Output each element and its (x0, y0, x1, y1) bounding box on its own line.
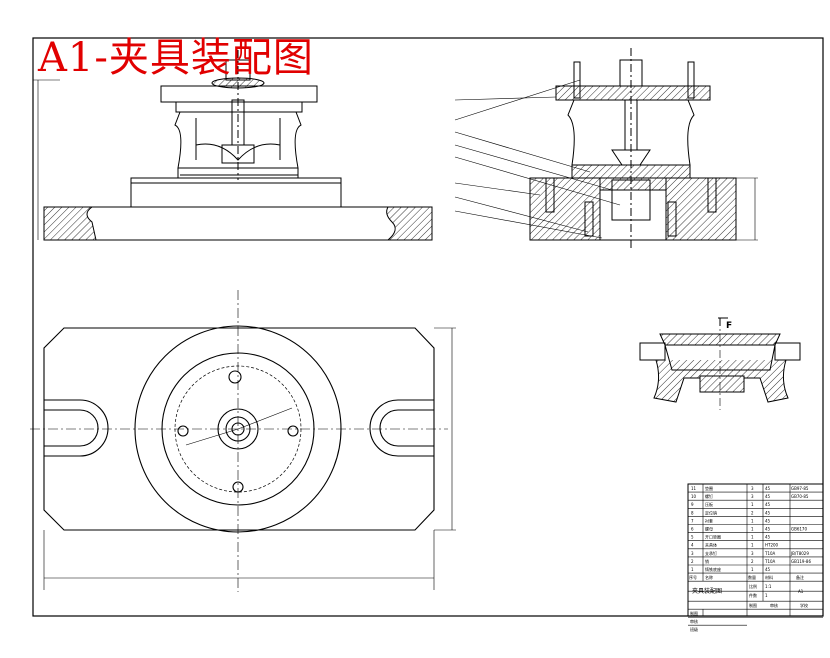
part-no: 7 (691, 518, 694, 523)
border-frame (32, 37, 824, 617)
checked-label: 审核 (770, 602, 778, 608)
part-no: 8 (691, 510, 694, 515)
part-qty: 1 (751, 567, 754, 572)
drawing-number: A1 (798, 589, 804, 594)
part-standard: JB/T8029 (790, 551, 809, 556)
part-qty: 1 (751, 527, 754, 532)
part-qty: 1 (751, 535, 754, 540)
part-material: 45 (765, 567, 771, 572)
part-qty: 2 (751, 559, 754, 564)
part-standard: GB119-86 (791, 559, 811, 564)
drawn-row: 制图 (690, 610, 698, 616)
part-material: 45 (765, 502, 771, 507)
part-qty: 3 (751, 494, 754, 499)
part-name: 衬套 (705, 517, 713, 523)
part-no: 6 (691, 527, 694, 532)
part-no: 2 (691, 559, 694, 564)
drawing-title: A1-夹具装配图 (38, 35, 314, 81)
drawing-name: 夹具装配图 (692, 587, 722, 595)
school-label: 学校 (800, 602, 808, 608)
part-material: HT200 (765, 543, 779, 548)
scale-label: 比例 (749, 583, 757, 589)
part-name: 夹具体 (705, 542, 717, 548)
checked-row: 审核 (690, 618, 698, 624)
class-row: 班级 (690, 626, 698, 632)
part-name: 铸铁底座 (705, 566, 721, 572)
part-material: T10A (764, 559, 776, 564)
front-view (33, 50, 433, 241)
part-qty: 1 (751, 518, 754, 523)
part-no: 4 (691, 543, 694, 548)
part-no: 3 (691, 551, 694, 556)
part-material: T10A (764, 551, 776, 556)
drawn-label: 制图 (749, 602, 757, 608)
base-hatch-right (386, 206, 433, 241)
part-standard: GB70-85 (791, 494, 809, 499)
part-no: 10 (691, 494, 697, 499)
part-name: 定位销 (705, 509, 717, 515)
part-material: 45 (765, 486, 771, 491)
part-no: 9 (691, 502, 694, 507)
part-name: 压板 (705, 501, 713, 507)
part-name: 支承钉 (705, 550, 717, 556)
base-hatch-left (43, 206, 97, 241)
part-no: 11 (691, 486, 697, 491)
part-qty: 1 (751, 543, 754, 548)
part-standard: GB97-85 (791, 486, 809, 491)
part-material: 45 (765, 518, 771, 523)
section-view (454, 48, 758, 250)
part-material: 45 (765, 535, 771, 540)
part-material: 45 (765, 510, 771, 515)
part-name: 开口垫圈 (705, 534, 721, 540)
header-name: 名称 (705, 574, 713, 580)
part-qty: 3 (751, 486, 754, 491)
header-qty: 数量 (748, 574, 756, 580)
header-material: 材料 (765, 574, 773, 580)
part-name: 螺钉 (705, 493, 713, 499)
part-qty: 3 (751, 551, 754, 556)
section-f-label: F (726, 321, 732, 331)
top-view (30, 290, 456, 592)
part-no: 5 (691, 535, 694, 540)
part-name: 垫圈 (705, 485, 713, 491)
part-name: 螺母 (705, 526, 713, 532)
sheet-label: 件数 (749, 592, 757, 598)
header-no: 序号 (689, 574, 697, 580)
part-qty: 2 (751, 510, 754, 515)
part-standard: GB6170 (791, 527, 807, 532)
scale-value: 1:1 (765, 584, 772, 589)
header-note: 备注 (796, 574, 804, 580)
detail-section-f (639, 317, 801, 410)
part-material: 45 (765, 527, 771, 532)
part-no: 1 (691, 567, 694, 572)
part-qty: 1 (751, 502, 754, 507)
part-material: 45 (765, 494, 771, 499)
sheet-value: 1 (765, 593, 768, 598)
part-name: 销 (705, 558, 709, 564)
